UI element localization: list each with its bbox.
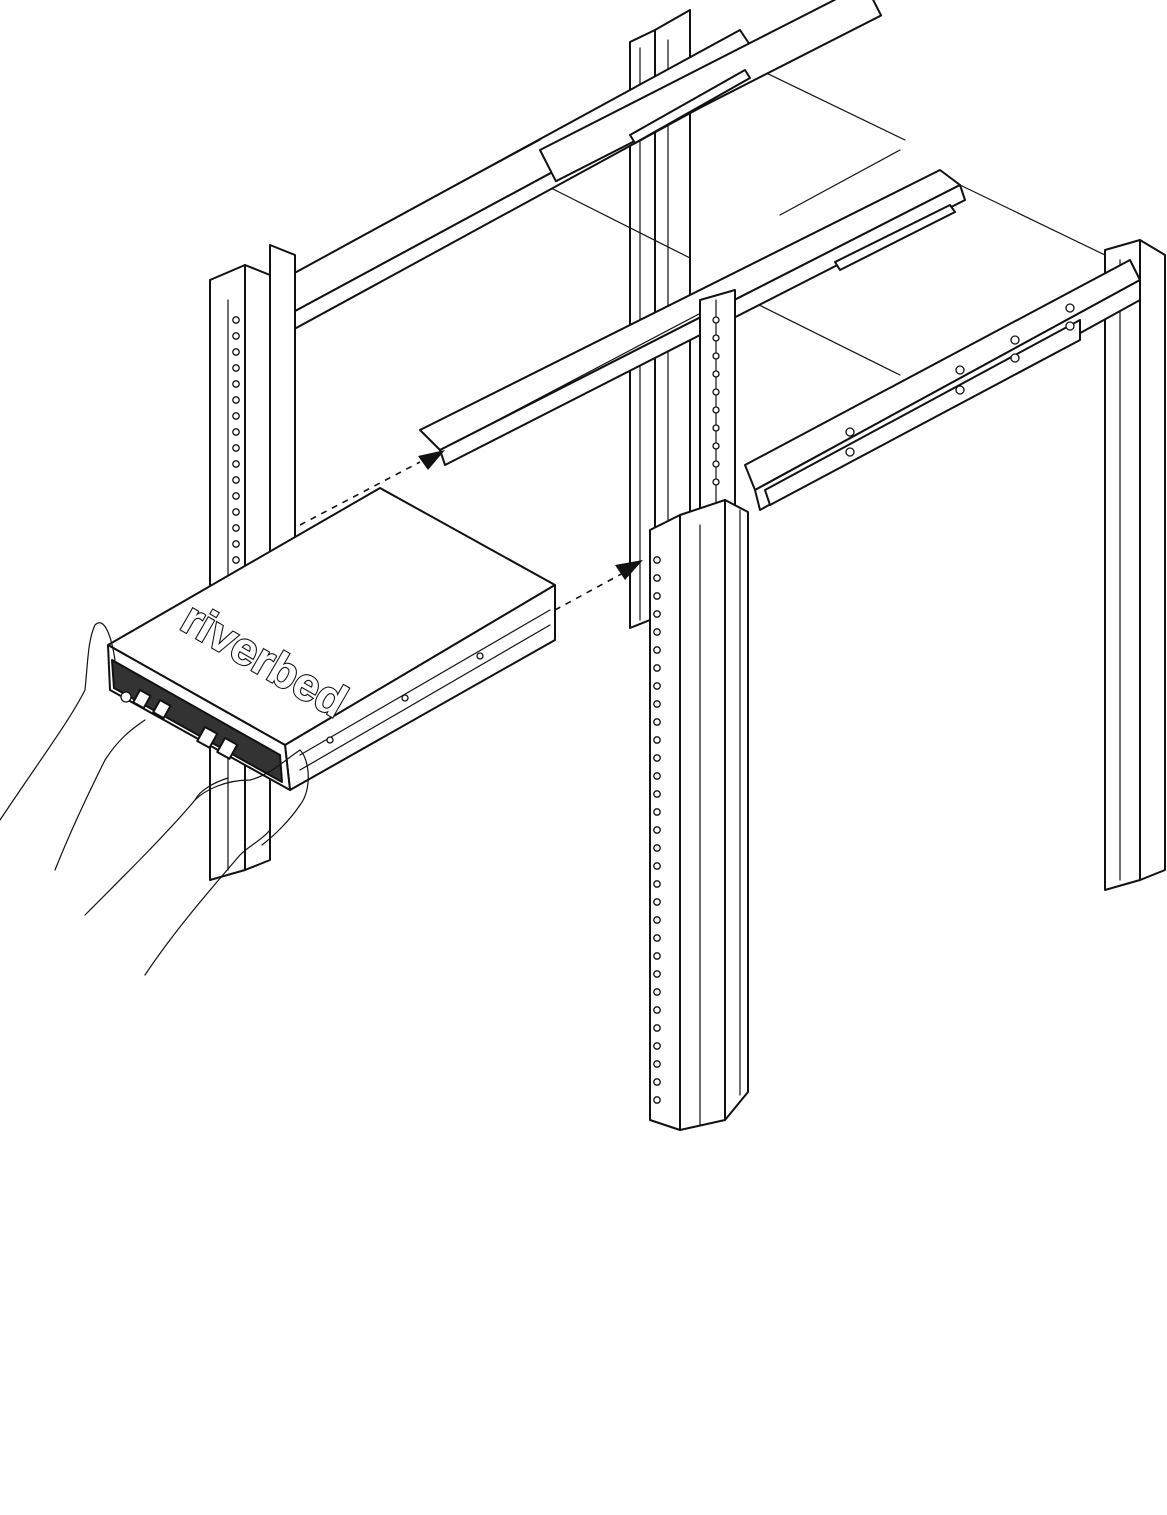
front-left-post-holes: [232, 316, 240, 564]
center-rear-post: [699, 289, 736, 531]
right-hand-illustration: [84, 749, 309, 976]
left-rail-upper: [244, 0, 901, 346]
appliance-chassis: riverbed: [107, 487, 556, 791]
guide-line-lower: [554, 571, 626, 611]
right-rail-outer: [744, 259, 1141, 511]
alignment-guides: [299, 450, 643, 611]
rear-right-post: [1104, 239, 1166, 891]
rack-top-outline: [544, 69, 1106, 376]
arrow-upper-icon: [418, 450, 445, 470]
front-right-post: [649, 499, 749, 1131]
guide-line-upper: [299, 461, 421, 526]
front-right-post-holes: [653, 556, 661, 1104]
left-hand-illustration: [0, 622, 146, 871]
arrow-lower-icon: [615, 560, 643, 580]
